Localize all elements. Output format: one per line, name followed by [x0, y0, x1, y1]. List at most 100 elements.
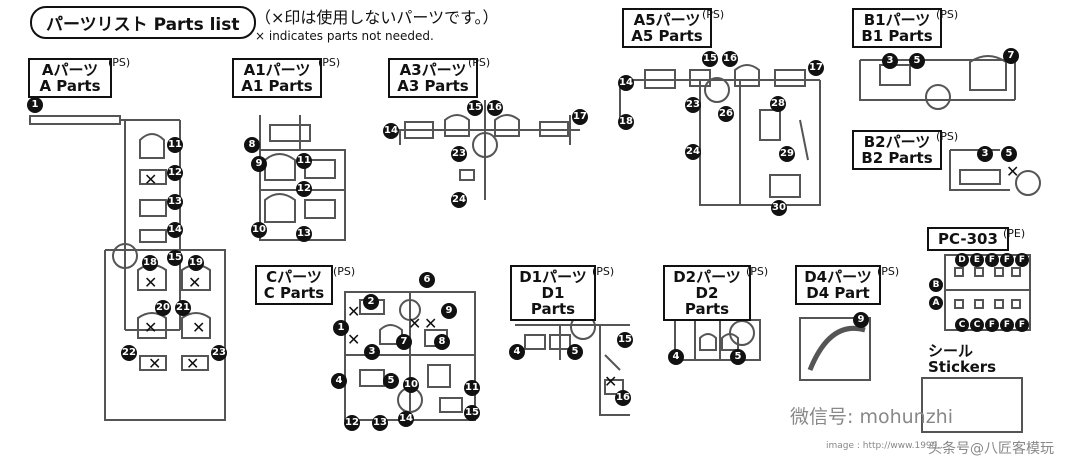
- pc-part-letter: F: [985, 318, 999, 332]
- stickers-label-en: Stickers: [928, 358, 997, 376]
- group-label-a-ja: Aパーツ: [41, 61, 99, 79]
- note-ja: （×印は使用しないパーツです。）: [255, 8, 499, 27]
- group-label-a5-ja: A5パーツ: [633, 11, 701, 29]
- not-needed-mark: ✕: [144, 318, 158, 337]
- part-number: 9: [853, 312, 869, 328]
- part-number: 4: [331, 373, 347, 389]
- not-needed-mark: ✕: [188, 273, 202, 292]
- material-a1: (PS): [318, 56, 341, 69]
- not-needed-mark: ✕: [424, 314, 438, 333]
- part-number: 9: [441, 303, 457, 319]
- group-label-b2-ja: B2パーツ: [863, 133, 931, 151]
- part-number: 5: [383, 373, 399, 389]
- part-number: 4: [509, 344, 525, 360]
- part-number: 18: [618, 114, 634, 130]
- not-needed-mark: ✕: [144, 273, 158, 292]
- group-label-pc-ja: PC-303: [938, 230, 998, 248]
- group-label-d1-en: D1 Parts: [530, 284, 576, 318]
- part-number: 26: [718, 106, 734, 122]
- material-b1: (PS): [936, 8, 959, 21]
- part-number: 3: [882, 53, 898, 69]
- part-number: 17: [572, 109, 588, 125]
- group-label-d4: D4パーツ D4 Part: [795, 265, 881, 305]
- part-number: 14: [383, 123, 399, 139]
- part-number: 30: [771, 200, 787, 216]
- material-a5: (PS): [702, 8, 725, 21]
- group-label-pc: PC-303: [927, 227, 1009, 251]
- group-label-a-en: A Parts: [39, 77, 101, 95]
- part-number: 3: [364, 344, 380, 360]
- part-number: 23: [685, 97, 701, 113]
- part-number: 15: [167, 250, 183, 266]
- group-label-b2-en: B2 Parts: [861, 149, 933, 167]
- pc-part-letter: F: [985, 253, 999, 267]
- group-label-a5-en: A5 Parts: [631, 27, 703, 45]
- part-number: 11: [167, 137, 183, 153]
- part-number: 18: [142, 255, 158, 271]
- material-d2: (PS): [746, 265, 769, 278]
- part-number: 6: [419, 272, 435, 288]
- not-needed-mark: ✕: [186, 354, 200, 373]
- group-label-d2-en: D2 Parts: [684, 284, 730, 318]
- group-label-b1-en: B1 Parts: [861, 27, 933, 45]
- pc-part-letter: A: [929, 296, 943, 310]
- material-b2: (PS): [936, 130, 959, 143]
- material-c: (PS): [333, 265, 356, 278]
- part-number: 8: [244, 137, 260, 153]
- part-number: 5: [909, 53, 925, 69]
- not-needed-mark: ✕: [347, 330, 361, 349]
- part-number: 9: [251, 156, 267, 172]
- group-label-a1: A1パーツ A1 Parts: [232, 58, 322, 98]
- notes: （×印は使用しないパーツです。） × indicates parts not n…: [255, 9, 499, 45]
- group-label-a3: A3パーツ A3 Parts: [388, 58, 478, 98]
- part-number: 14: [167, 222, 183, 238]
- group-label-d2-ja: D2パーツ: [673, 268, 741, 286]
- material-pc: (PE): [1003, 227, 1026, 240]
- not-needed-mark: ✕: [144, 170, 158, 189]
- group-label-a3-en: A3 Parts: [397, 77, 469, 95]
- part-number: 16: [615, 390, 631, 406]
- material-d4: (PS): [877, 265, 900, 278]
- part-number: 19: [188, 255, 204, 271]
- group-label-a5: A5パーツ A5 Parts: [622, 8, 712, 48]
- part-number: 14: [398, 411, 414, 427]
- part-number: 13: [167, 194, 183, 210]
- part-number: 1: [333, 320, 349, 336]
- pc-part-letter: B: [929, 278, 943, 292]
- part-number: 2: [363, 294, 379, 310]
- part-number: 16: [722, 51, 738, 67]
- part-number: 13: [372, 415, 388, 431]
- part-number: 12: [296, 181, 312, 197]
- group-label-a1-ja: A1パーツ: [243, 61, 311, 79]
- part-number: 15: [702, 51, 718, 67]
- group-label-d2: D2パーツ D2 Parts: [663, 265, 751, 321]
- group-label-c: Cパーツ C Parts: [255, 265, 333, 305]
- pc-part-letter: C: [970, 318, 984, 332]
- group-label-d4-ja: D4パーツ: [804, 268, 872, 286]
- part-number: 11: [296, 153, 312, 169]
- part-number: 3: [977, 146, 993, 162]
- group-label-d4-en: D4 Part: [806, 284, 870, 302]
- group-label-a1-en: A1 Parts: [241, 77, 313, 95]
- watermark-sub: 头条号@八匠客模玩: [928, 441, 1054, 457]
- part-number: 15: [617, 332, 633, 348]
- part-number: 17: [808, 60, 824, 76]
- part-number: 1: [27, 97, 43, 113]
- part-number: 28: [770, 96, 786, 112]
- part-number: 24: [685, 144, 701, 160]
- group-label-b1-ja: B1パーツ: [863, 11, 931, 29]
- part-number: 7: [396, 334, 412, 350]
- not-needed-mark: ✕: [1006, 162, 1020, 181]
- part-number: 16: [487, 100, 503, 116]
- note-en: × indicates parts not needed.: [255, 29, 434, 43]
- part-number: 11: [464, 380, 480, 396]
- group-label-b1: B1パーツ B1 Parts: [852, 8, 942, 48]
- pc-part-letter: E: [970, 253, 984, 267]
- pc-part-letter: D: [955, 253, 969, 267]
- group-label-d1-ja: D1パーツ: [519, 268, 587, 286]
- material-d1: (PS): [592, 265, 615, 278]
- material-a3: (PS): [468, 56, 491, 69]
- part-number: 4: [668, 349, 684, 365]
- not-needed-mark: ✕: [408, 314, 422, 333]
